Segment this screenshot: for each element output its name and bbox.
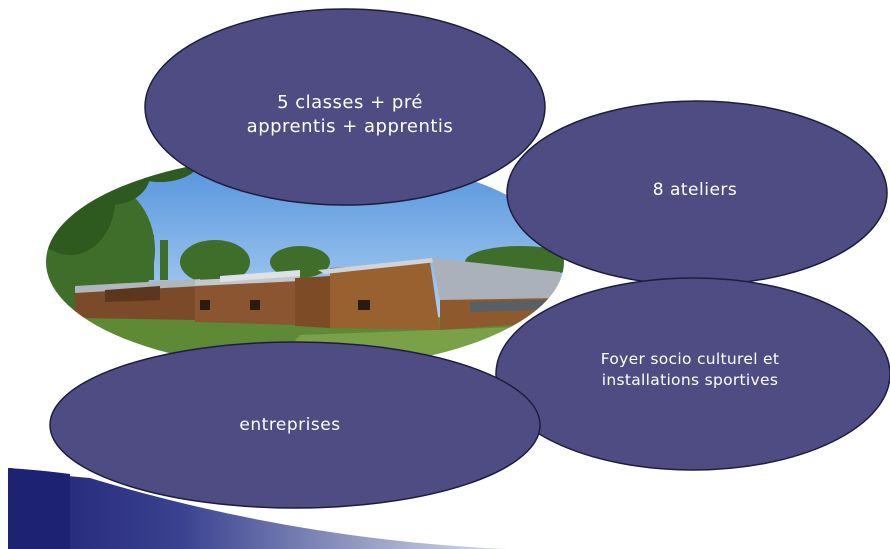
- oval-label-classes: 5 classes + pré apprentis + apprentis: [190, 70, 510, 160]
- oval-label-text: Foyer socio culturel et installations sp…: [600, 350, 780, 389]
- oval-label-foyer: Foyer socio culturel et installations sp…: [520, 330, 860, 410]
- oval-entreprises: [49, 341, 541, 509]
- oval-label-ateliers: 8 ateliers: [540, 160, 850, 220]
- oval-label-text: 8 ateliers: [652, 179, 738, 200]
- oval-foyer: [495, 277, 890, 471]
- oval-classes: [144, 8, 546, 206]
- oval-label-entreprises: entreprises: [90, 395, 490, 455]
- oval-label-text: entreprises: [239, 414, 341, 435]
- arrow-shape-icon: [8, 468, 506, 549]
- oval-label-text: 5 classes + pré apprentis + apprentis: [246, 91, 454, 137]
